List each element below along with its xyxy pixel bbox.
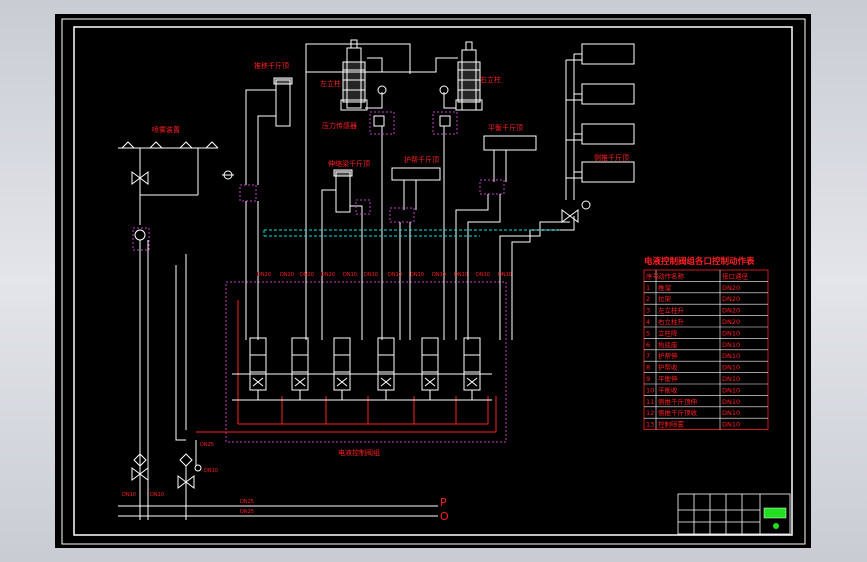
pressure-relay-box-left (369, 111, 395, 135)
table-cell: 9 (646, 375, 650, 383)
push-jack (222, 77, 293, 265)
table-cell: 侧推千斤顶伸 (658, 397, 698, 406)
label-telescopic-jack: 护帮千斤顶 (404, 155, 439, 164)
table-cell: 拉架 (658, 294, 672, 303)
table-cell: 11 (646, 398, 654, 406)
table-cell: DN10 (722, 329, 740, 337)
table-cell: 1 (646, 284, 650, 292)
port-label: DN20 (321, 272, 335, 278)
port-label: DN10 (454, 272, 468, 278)
label-front-jack: 伸缩梁千斤顶 (328, 159, 370, 168)
table-title: 电液控制阀组各口控制动作表 (644, 256, 755, 267)
table-cell: 平衡收 (658, 385, 678, 394)
port-label: DN10 (410, 272, 424, 278)
spray-filter-box (132, 227, 150, 251)
table-cell: 立柱降 (658, 328, 678, 337)
table-cell: 7 (646, 352, 650, 360)
table-cell: DN10 (722, 421, 740, 429)
column-cylinders (305, 39, 483, 265)
balance-and-front-jacks (321, 135, 537, 265)
table-cell: DN20 (722, 284, 740, 292)
title-block (677, 493, 791, 535)
manifold-return-lines (232, 373, 492, 401)
table-cell: 侧推千斤顶收 (658, 408, 698, 417)
valve-manifold-box (225, 281, 507, 443)
port-label: DN10 (476, 272, 490, 278)
table-cell: 13 (646, 421, 654, 429)
label-push-jack: 推移千斤顶 (254, 61, 289, 70)
table-cell: DN10 (722, 341, 740, 349)
table-cell: 10 (646, 386, 654, 394)
label-dn-left: DN10 (122, 492, 136, 498)
table-cell: 2 (646, 295, 650, 303)
title-block-mark (773, 523, 779, 529)
action-table: 序号动作名称 接口通径 1 推溜 DN20 2 拉架 DN20 3 左立柱升 DN20 4 右立柱升 DN… (643, 269, 769, 431)
port-label: DN10 (388, 272, 402, 278)
table-cell: 5 (646, 329, 650, 337)
manifold-vertical-lines (175, 254, 513, 441)
main-pressure-return-lines (118, 505, 438, 517)
table-cell: 12 (646, 409, 654, 417)
manifold-supply-lines (196, 300, 497, 433)
table-cell: 右立柱升 (658, 317, 685, 326)
label-dn-bus1: DN25 (240, 499, 254, 505)
table-cell: 4 (646, 318, 650, 326)
table-cell: 平衡伸 (658, 374, 678, 383)
label-dn-supply1: DN25 (200, 442, 214, 448)
table-cell: 护帮伸 (658, 351, 678, 360)
label-balance-jack: 平衡千斤顶 (488, 123, 523, 132)
title-block-logo (763, 507, 787, 519)
table-header-cell: 动作名称 (658, 271, 685, 280)
table-cell: DN10 (722, 386, 740, 394)
label-dn-supply2: DN10 (204, 468, 218, 474)
table-cell: DN20 (722, 307, 740, 315)
label-dn-mid: DN10 (150, 492, 164, 498)
port-labels: DN20 DN20 DN20 DN20 DN10 DN10 DN10 DN10 DN10 DN10… (257, 272, 512, 278)
outer-frame (61, 18, 806, 545)
side-jacks (499, 43, 635, 265)
table-cell: 3 (646, 307, 650, 315)
port-label: DN10 (498, 272, 512, 278)
inner-frame (73, 26, 793, 536)
label-p-line: P (440, 496, 447, 509)
port-label: DN20 (300, 272, 314, 278)
port-label: DN10 (432, 272, 446, 278)
table-cell: 抬底座 (658, 340, 678, 349)
table-header-cell: 序号 (646, 271, 660, 280)
label-dn-bus2: DN25 (240, 509, 254, 515)
port-label: DN10 (364, 272, 378, 278)
label-manifold: 电液控制阀组 (338, 448, 380, 457)
pressure-relay-box-right (432, 111, 458, 135)
table-cell: DN10 (722, 409, 740, 417)
port-label: DN20 (280, 272, 294, 278)
port-label: DN20 (257, 272, 271, 278)
table-cell: DN10 (722, 398, 740, 406)
label-right-column: 右立柱 (480, 75, 501, 84)
table-cell: DN20 (722, 295, 740, 303)
table-cell: DN10 (722, 352, 740, 360)
table-cell: 8 (646, 364, 650, 372)
table-cell: DN10 (722, 364, 740, 372)
table-cell: 6 (646, 341, 650, 349)
directional-valves (249, 337, 481, 400)
table-cell: DN10 (722, 375, 740, 383)
label-o-line: O (440, 510, 449, 523)
table-cell: 推溜 (658, 283, 672, 292)
table-cell: DN20 (722, 318, 740, 326)
label-left-column: 左立柱 (320, 79, 341, 88)
label-side-jack: 侧推千斤顶 (594, 153, 629, 162)
supply-valves (131, 440, 202, 520)
drawing-sheet (55, 14, 811, 548)
port-label: DN10 (343, 272, 357, 278)
table-header-cell: 接口通径 (722, 271, 749, 280)
label-spray: 喷雾装置 (152, 125, 180, 134)
table-cell: 左立柱升 (658, 306, 685, 315)
label-pressure-relay: 压力传感器 (322, 121, 357, 130)
pilot-lines (263, 229, 560, 237)
table-cell: 护帮收 (658, 363, 678, 372)
table-cell: 控制喷雾 (658, 420, 685, 429)
